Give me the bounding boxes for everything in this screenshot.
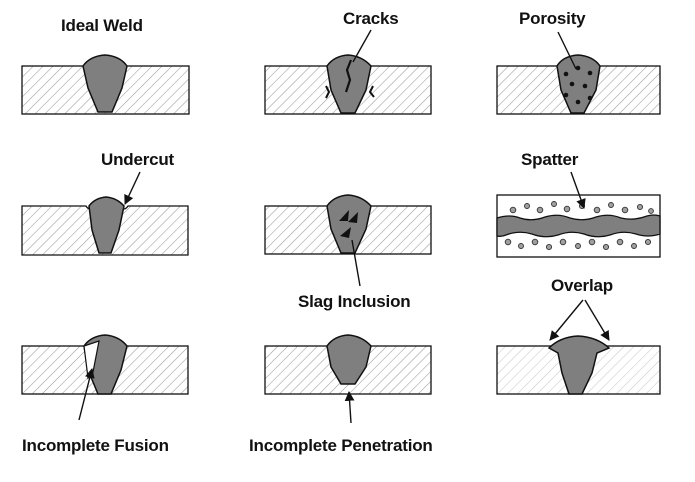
slag-particles [339,210,358,238]
arrow-overlap-left [549,299,584,341]
label-cracks: Cracks [343,9,399,28]
crack-right [368,85,375,98]
crack-main [344,59,353,93]
porosity-pores [563,65,593,105]
label-slag-inclusion: Slag Inclusion [298,292,411,311]
panel-undercut [21,171,189,256]
weld-bead [326,194,372,254]
weld-bead [326,334,372,385]
panel-cracks [264,29,432,115]
arrow-overlap-right [584,299,610,341]
weld-bead [82,54,128,113]
crack-left [325,85,331,99]
arrow-undercut [124,171,141,205]
panel-incomplete-penetration [264,334,432,424]
label-porosity: Porosity [519,9,586,28]
label-incomplete-fusion: Incomplete Fusion [22,436,169,455]
panel-porosity [496,31,661,115]
arrow-incomplete-penetration [344,391,355,424]
spatter-droplets [504,201,654,251]
panel-ideal-weld [21,54,190,115]
arrow-incomplete-fusion [78,368,95,421]
label-spatter: Spatter [521,150,579,169]
panel-spatter [496,171,661,258]
arrow-porosity [557,31,577,70]
label-overlap: Overlap [551,276,613,295]
weld-bead-top [496,214,661,238]
arrow-slag-inclusion [351,239,361,287]
weld-bead [547,335,611,395]
arrow-cracks [352,29,372,63]
panel-incomplete-fusion [21,334,189,421]
arrow-spatter [570,171,586,209]
panel-overlap [496,299,661,395]
panel-slag-inclusion [264,194,432,287]
label-undercut: Undercut [101,150,175,169]
label-incomplete-penetration: Incomplete Penetration [249,436,433,455]
label-ideal-weld: Ideal Weld [61,16,143,35]
weld-bead [88,196,125,254]
